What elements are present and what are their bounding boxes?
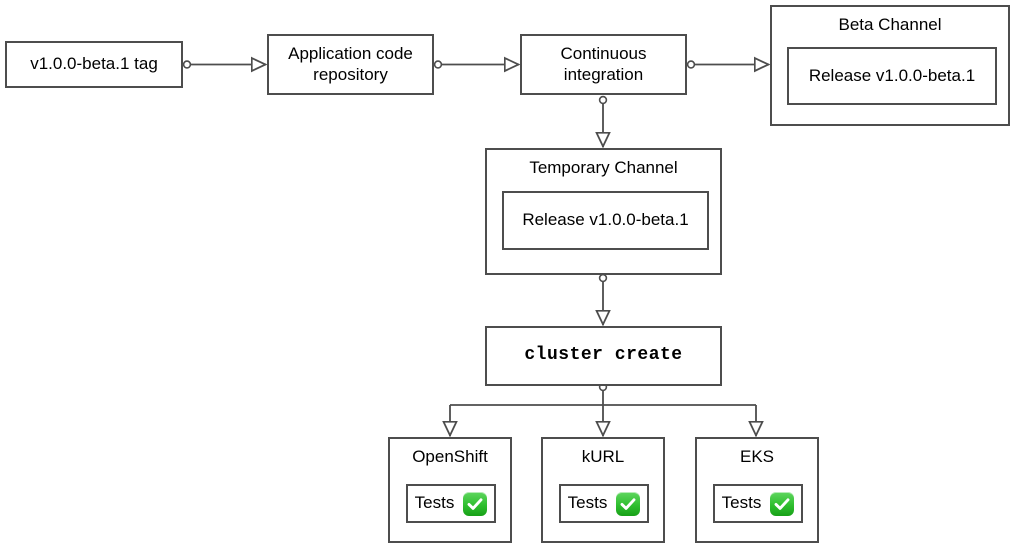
container-target-eks-title: EKS bbox=[739, 447, 775, 466]
check-mark-button-icon bbox=[463, 491, 488, 516]
node-openshift-tests[interactable]: Tests bbox=[406, 484, 496, 523]
node-beta-channel-release[interactable]: Release v1.0.0-beta.1 bbox=[787, 47, 997, 105]
node-openshift-tests-label: Tests bbox=[414, 493, 455, 513]
container-target-kurl[interactable]: kURL Tests bbox=[541, 437, 665, 543]
edge-repo-to-ci bbox=[433, 61, 519, 68]
node-temporary-channel-release-label: Release v1.0.0-beta.1 bbox=[522, 210, 689, 230]
node-application-code-repository[interactable]: Application code repository bbox=[267, 34, 434, 95]
container-target-openshift-title: OpenShift bbox=[412, 447, 488, 466]
check-mark-button-icon bbox=[616, 491, 641, 516]
container-temporary-channel-title: Temporary Channel bbox=[529, 158, 678, 177]
node-eks-tests-label: Tests bbox=[721, 493, 762, 513]
edge-cluster-create-to-targets bbox=[450, 382, 756, 436]
node-application-code-repository-label: Application code repository bbox=[288, 43, 413, 84]
container-target-eks[interactable]: EKS Tests bbox=[695, 437, 819, 543]
container-beta-channel[interactable]: Beta Channel Release v1.0.0-beta.1 bbox=[770, 5, 1010, 126]
node-kurl-tests[interactable]: Tests bbox=[559, 484, 649, 523]
node-beta-channel-release-label: Release v1.0.0-beta.1 bbox=[808, 65, 976, 85]
node-version-tag[interactable]: v1.0.0-beta.1 tag bbox=[5, 41, 183, 88]
node-eks-tests[interactable]: Tests bbox=[713, 484, 803, 523]
check-mark-button-icon bbox=[770, 491, 795, 516]
node-continuous-integration[interactable]: Continuous integration bbox=[520, 34, 687, 95]
edge-ci-to-beta-channel bbox=[686, 61, 769, 68]
node-continuous-integration-label: Continuous integration bbox=[560, 43, 647, 84]
node-temporary-channel-release[interactable]: Release v1.0.0-beta.1 bbox=[502, 191, 709, 250]
node-kurl-tests-label: Tests bbox=[567, 493, 608, 513]
node-cluster-create-command[interactable]: cluster create bbox=[485, 326, 722, 386]
edge-tag-to-repo bbox=[182, 61, 266, 68]
container-target-openshift[interactable]: OpenShift Tests bbox=[388, 437, 512, 543]
node-cluster-create-command-label: cluster create bbox=[524, 345, 683, 366]
edge-temporary-channel-to-cluster-create bbox=[600, 273, 607, 325]
container-beta-channel-title: Beta Channel bbox=[838, 15, 942, 34]
container-temporary-channel[interactable]: Temporary Channel Release v1.0.0-beta.1 bbox=[485, 148, 722, 275]
container-target-kurl-title: kURL bbox=[581, 447, 625, 466]
node-version-tag-label: v1.0.0-beta.1 tag bbox=[30, 54, 158, 74]
edge-ci-to-temporary-channel bbox=[600, 95, 607, 147]
